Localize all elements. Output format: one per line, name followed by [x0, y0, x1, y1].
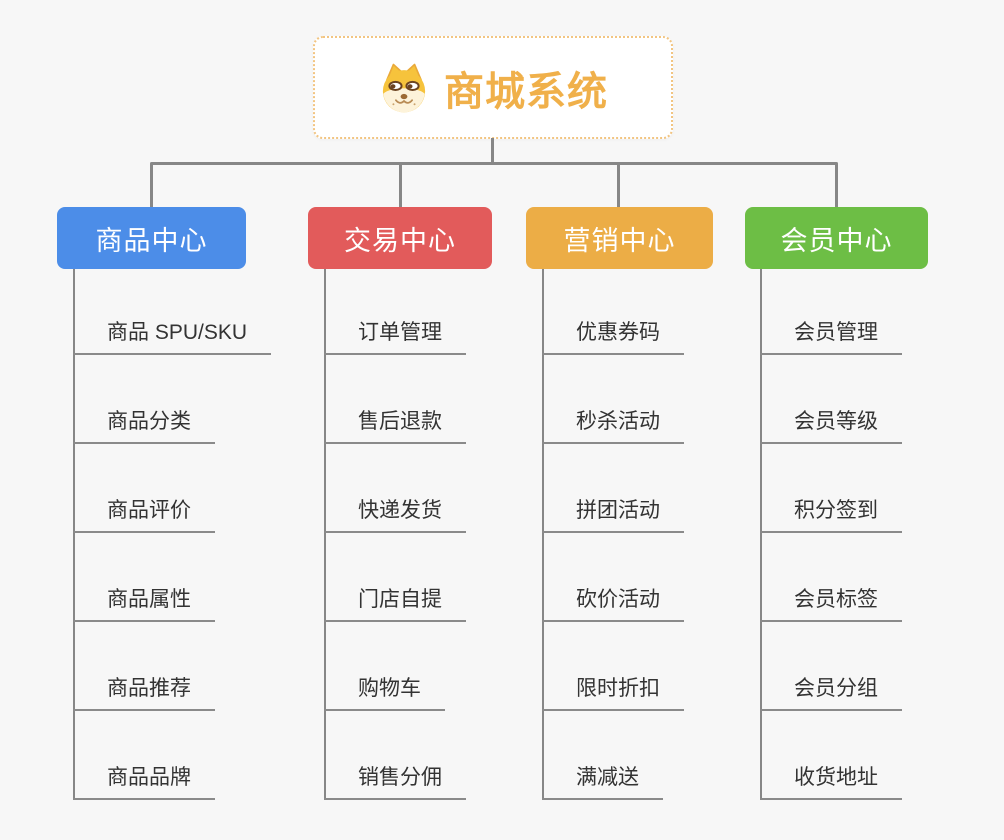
leaf-node[interactable]: 销售分佣 — [324, 711, 466, 800]
root-title: 商城系统 — [444, 69, 608, 114]
connector-stub-members — [835, 164, 838, 207]
connector-root-vertical — [491, 138, 494, 165]
branch-node-product-center[interactable]: 商品中心 — [57, 207, 246, 269]
leaf-node[interactable]: 会员分组 — [760, 622, 902, 711]
trunk-line-member-center — [760, 269, 762, 800]
trunk-line-trade-center — [324, 269, 326, 800]
leaf-node[interactable]: 会员等级 — [760, 355, 902, 444]
leaf-node[interactable]: 售后退款 — [324, 355, 466, 444]
leaf-node[interactable]: 门店自提 — [324, 533, 466, 622]
leaf-node[interactable]: 购物车 — [324, 622, 445, 711]
leaf-node[interactable]: 商品品牌 — [73, 711, 215, 800]
trunk-line-marketing-center — [542, 269, 544, 800]
branch-label: 商品中心 — [95, 225, 208, 256]
leaf-node[interactable]: 会员管理 — [760, 266, 902, 355]
leaf-column-trade-center: 订单管理 售后退款 快递发货 门店自提 购物车 销售分佣 — [324, 266, 466, 800]
leaf-node[interactable]: 订单管理 — [324, 266, 466, 355]
trunk-line-product-center — [73, 269, 75, 800]
leaf-node[interactable]: 快递发货 — [324, 444, 466, 533]
leaf-column-marketing-center: 优惠券码 秒杀活动 拼团活动 砍价活动 限时折扣 满减送 — [542, 266, 684, 800]
leaf-node[interactable]: 秒杀活动 — [542, 355, 684, 444]
leaf-node[interactable]: 满减送 — [542, 711, 663, 800]
leaf-node[interactable]: 商品 SPU/SKU — [73, 266, 272, 355]
connector-horizontal-bus — [150, 162, 838, 165]
leaf-node[interactable]: 拼团活动 — [542, 444, 684, 533]
branch-node-marketing-center[interactable]: 营销中心 — [526, 207, 713, 269]
root-node-mall-system[interactable]: 商城系统 — [313, 36, 673, 139]
leaf-node[interactable]: 积分签到 — [760, 444, 902, 533]
branch-label: 会员中心 — [780, 225, 893, 256]
leaf-node[interactable]: 砍价活动 — [542, 533, 684, 622]
leaf-node[interactable]: 收货地址 — [760, 711, 902, 800]
leaf-node[interactable]: 优惠券码 — [542, 266, 684, 355]
connector-stub-trade — [399, 164, 402, 207]
dog-face-icon — [382, 63, 426, 112]
branch-label: 交易中心 — [344, 225, 456, 256]
leaf-column-product-center: 商品 SPU/SKU 商品分类 商品评价 商品属性 商品推荐 商品品牌 — [73, 266, 272, 800]
branch-label: 营销中心 — [563, 225, 676, 256]
leaf-node[interactable]: 商品推荐 — [73, 622, 215, 711]
leaf-node[interactable]: 限时折扣 — [542, 622, 684, 711]
branch-node-trade-center[interactable]: 交易中心 — [308, 207, 492, 269]
leaf-node[interactable]: 会员标签 — [760, 533, 902, 622]
connector-stub-marketing — [617, 164, 620, 207]
leaf-node[interactable]: 商品分类 — [73, 355, 215, 444]
branch-node-member-center[interactable]: 会员中心 — [745, 207, 928, 269]
leaf-column-member-center: 会员管理 会员等级 积分签到 会员标签 会员分组 收货地址 — [760, 266, 902, 800]
leaf-node[interactable]: 商品评价 — [73, 444, 215, 533]
leaf-node[interactable]: 商品属性 — [73, 533, 215, 622]
connector-stub-products — [150, 164, 153, 207]
